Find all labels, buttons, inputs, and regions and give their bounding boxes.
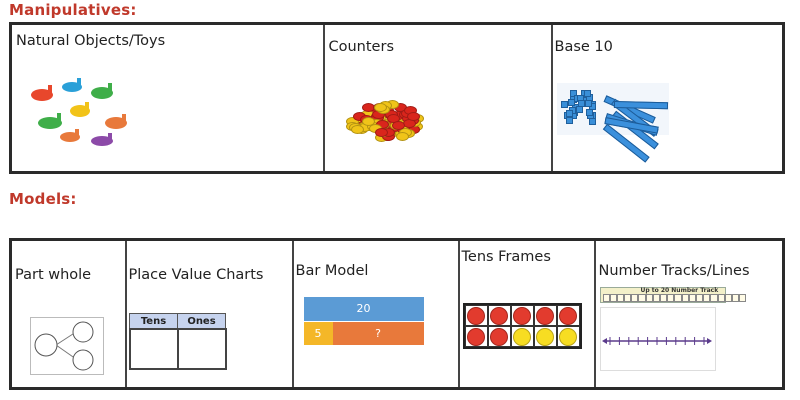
number-line-icon: [599, 307, 716, 371]
toy-dinosaurs-icon: [31, 78, 127, 146]
manipulative-cell-toys: Natural Objects/Toys: [9, 22, 325, 174]
manipulative-label: Natural Objects/Toys: [16, 33, 166, 49]
model-label: Number Tracks/Lines: [598, 263, 750, 279]
place-value-tens-cell: [128, 328, 179, 370]
model-label: Place Value Charts: [128, 267, 264, 283]
manipulative-cell-base10: Base 10: [550, 22, 785, 174]
model-cell-bar-model: Bar Model 20 5 ?: [291, 238, 460, 390]
bar-model-unknown: ?: [332, 322, 424, 345]
manipulative-cell-counters: Counters: [322, 22, 553, 174]
manipulatives-heading: Manipulatives:: [9, 1, 137, 19]
model-label: Tens Frames: [461, 249, 551, 265]
place-value-chart-icon: Tens Ones: [128, 313, 227, 370]
place-value-ones-cell: [176, 328, 227, 370]
two-color-counters-icon: [345, 97, 425, 147]
place-value-header-tens: Tens: [129, 313, 178, 330]
model-label: Part whole: [15, 267, 92, 283]
manipulatives-table: Natural Objects/Toys Counters Base 10: [9, 22, 785, 174]
model-cell-tens-frame: Tens Frames: [457, 238, 596, 390]
models-heading: Models:: [9, 190, 77, 208]
model-cell-number-track: Number Tracks/Lines Up to 20 Number Trac…: [593, 238, 785, 390]
part-whole-diagram-icon: [30, 317, 104, 375]
models-table: Part whole Place Value Charts Tens Ones …: [9, 238, 785, 390]
place-value-header-ones: Ones: [177, 313, 226, 330]
bar-model-icon: 20 5 ?: [303, 297, 424, 345]
model-cell-part-whole: Part whole: [9, 238, 127, 390]
model-cell-place-value: Place Value Charts Tens Ones: [124, 238, 294, 390]
tens-frame-icon: [462, 303, 582, 349]
number-track-squares: [602, 294, 747, 302]
model-label: Bar Model: [295, 263, 369, 279]
bar-model-part: 5: [303, 322, 333, 345]
number-track-icon: Up to 20 Number Track: [599, 287, 747, 303]
base-ten-blocks-icon: [556, 83, 669, 163]
manipulative-label: Base 10: [554, 39, 613, 55]
bar-model-whole: 20: [303, 297, 424, 321]
manipulative-label: Counters: [328, 39, 395, 55]
number-track-title: Up to 20 Number Track: [640, 287, 719, 294]
